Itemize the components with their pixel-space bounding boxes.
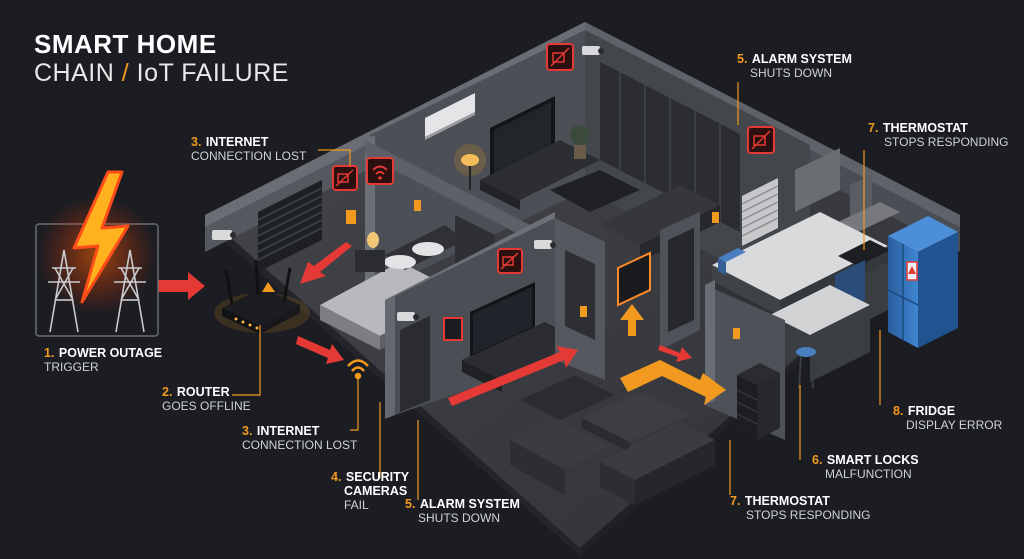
wifi-alert-icon — [366, 157, 394, 185]
label-router: 2. ROUTER GOES OFFLINE — [162, 385, 251, 413]
utility-area — [705, 280, 785, 440]
router-icon — [214, 259, 310, 334]
wifi-icon — [347, 359, 369, 380]
power-pylon-icon — [48, 249, 80, 333]
label-alarm-bottom: 5. ALARM SYSTEM SHUTS DOWN — [405, 497, 520, 525]
label-power-outage: 1. POWER OUTAGE TRIGGER — [44, 346, 163, 374]
leader-lines — [232, 82, 881, 500]
crossed-camera-icon — [747, 126, 775, 154]
label-thermostat-bottom: 7. THERMOSTAT STOPS RESPONDING — [730, 494, 871, 522]
crossed-camera-icon — [546, 43, 574, 71]
label-smart-locks: 6. SMART LOCKS MALFUNCTION — [812, 453, 919, 481]
crossed-camera-icon — [332, 165, 358, 191]
power-pylon-icon — [114, 249, 146, 333]
label-security-cameras: 4. SECURITY CAMERAS FAIL — [331, 470, 410, 512]
security-camera-icons — [212, 46, 604, 321]
hallway — [555, 212, 700, 380]
label-fridge: 8. FRIDGE DISPLAY ERROR — [893, 404, 1003, 432]
power-outage-panel — [35, 170, 159, 337]
title-line-1: SMART HOME — [34, 29, 217, 59]
upper-living-room — [425, 93, 720, 262]
crossed-camera-icon — [497, 248, 523, 274]
lightning-bolt-icon — [72, 170, 130, 304]
failure-arrows — [158, 242, 726, 406]
lower-living-room — [385, 212, 715, 505]
wall-sensors — [346, 200, 740, 339]
label-thermostat-top: 7. THERMOSTAT STOPS RESPONDING — [868, 121, 1009, 149]
alert-icons — [332, 43, 775, 274]
label-internet-top: 3. INTERNET CONNECTION LOST — [191, 135, 307, 163]
label-internet-bottom: 3. INTERNET CONNECTION LOST — [242, 424, 358, 452]
title-line-2: CHAIN / IoT FAILURE — [34, 59, 289, 87]
diagram-title: SMART HOME CHAIN / IoT FAILURE — [34, 30, 289, 88]
label-alarm-top: 5. ALARM SYSTEM SHUTS DOWN — [737, 52, 852, 80]
